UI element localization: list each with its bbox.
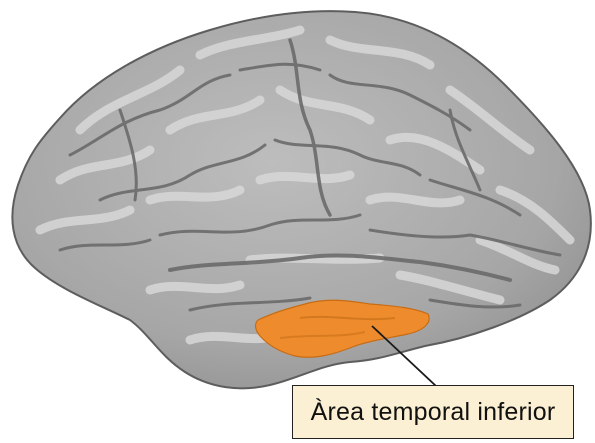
region-label: Àrea temporal inferior <box>292 385 574 439</box>
region-label-text: Àrea temporal inferior <box>311 398 556 427</box>
